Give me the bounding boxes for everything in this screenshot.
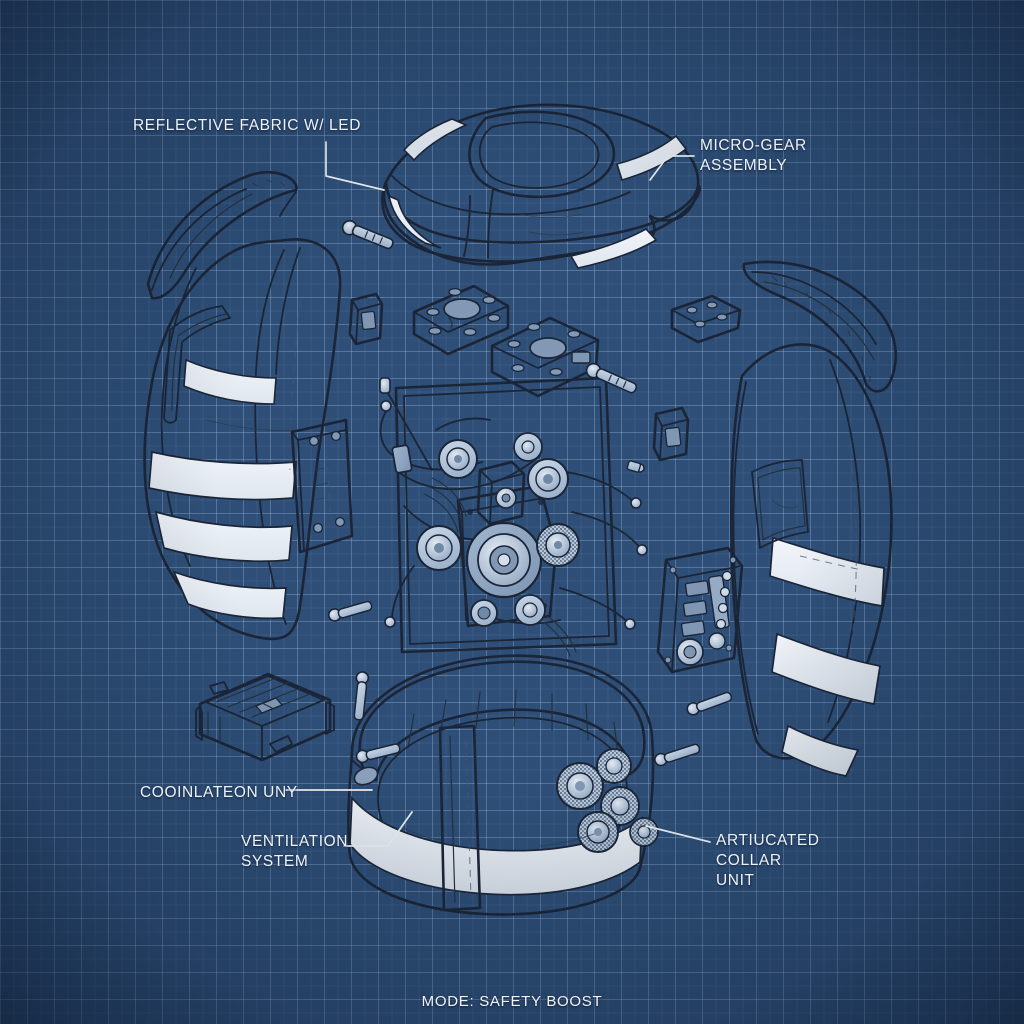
part-sensor-pod-right xyxy=(652,406,690,462)
part-fasteners xyxy=(327,219,733,767)
emblem-icon xyxy=(254,697,284,714)
part-shoulder-panel-right xyxy=(730,343,893,777)
reflective-band xyxy=(769,536,885,777)
part-hood-shell xyxy=(381,103,702,269)
callout-cooling-unit: COOINLATEON UNY xyxy=(140,784,298,801)
board-gear xyxy=(536,523,580,567)
part-gear-cluster xyxy=(556,748,659,853)
part-cooling-unit-box xyxy=(195,672,335,762)
reflective-band xyxy=(387,118,688,269)
reflective-band xyxy=(148,358,297,620)
callout-reflective-fabric: REFLECTIVE FABRIC W/ LED xyxy=(133,117,361,134)
mode-status-text: MODE: SAFETY BOOST xyxy=(421,993,603,1010)
part-mount-plate-b xyxy=(490,316,600,398)
leader-reflective-fabric xyxy=(325,141,385,191)
callout-micro-gear: MICRO-GEAR ASSEMBLY xyxy=(700,137,807,174)
part-core-board xyxy=(379,376,648,657)
part-collar-unit xyxy=(347,654,659,916)
part-shoulder-strip-left xyxy=(146,170,298,300)
callout-ventilation-system: VENTILATION SYSTEM xyxy=(241,833,349,870)
part-control-module[interactable] xyxy=(656,546,744,674)
callout-articulated-collar: ARTIUCATED COLLAR UNIT xyxy=(716,832,820,889)
part-small-plate xyxy=(670,294,742,344)
control-dial[interactable] xyxy=(676,638,704,666)
pocket-detail xyxy=(751,459,809,549)
part-sensor-pod-left xyxy=(348,292,384,346)
part-bracket-plate xyxy=(290,418,354,554)
part-shoulder-strip-right xyxy=(742,260,898,393)
